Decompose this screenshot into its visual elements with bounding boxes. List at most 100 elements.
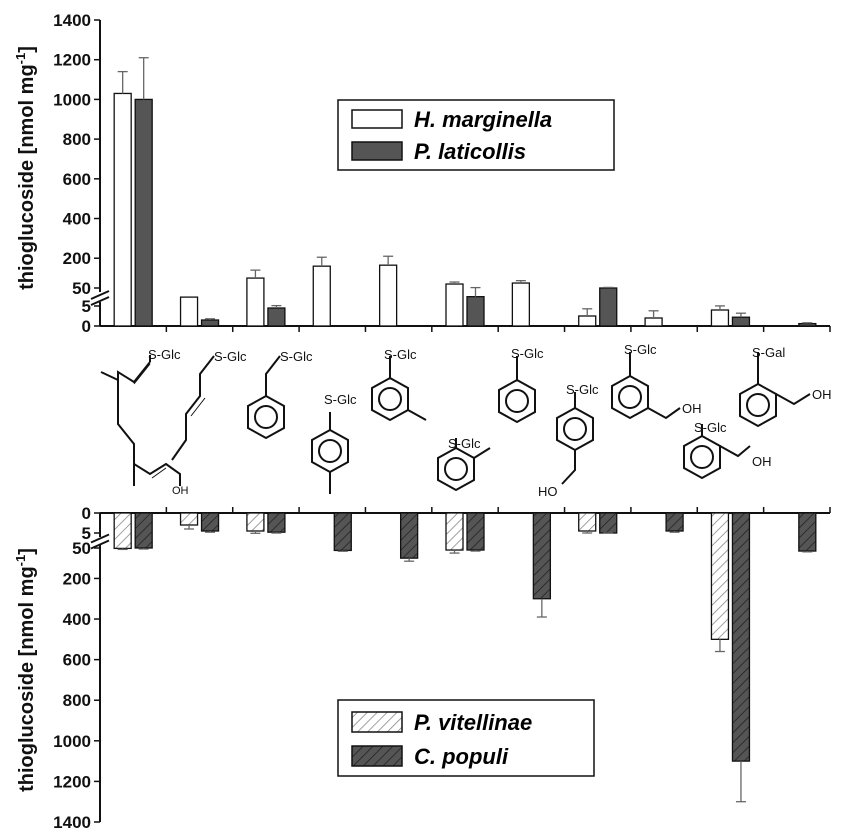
compound-8-sugar-label: S-Glc	[566, 382, 599, 397]
lower-bar-2-1	[134, 512, 153, 549]
upper-y-tick-label: 0	[82, 317, 91, 336]
upper-bar-2-6	[466, 296, 485, 327]
compound-9-structure	[611, 352, 681, 420]
upper-axis-break-2	[90, 296, 110, 306]
lower-bar-2-6	[466, 512, 485, 551]
compound-2-sugar-label: S-Glc	[214, 349, 247, 364]
compound-structures	[100, 352, 811, 494]
compound-11-sugar-label: S-Gal	[752, 345, 785, 360]
upper-y-tick-label: 1400	[53, 11, 91, 30]
upper-bar-2-10	[731, 316, 751, 327]
compound-8-hydroxyl-label: HO	[538, 484, 558, 499]
upper-bar-2-2	[200, 319, 220, 327]
lower-y-tick-label: 200	[63, 569, 91, 588]
upper-y-tick-label: 600	[63, 170, 91, 189]
compound-1-hydroxyl-label: OH	[172, 485, 189, 497]
lower-y-tick-label: 600	[63, 651, 91, 670]
lower-y-tick-label: 50	[72, 539, 91, 558]
lower-y-tick-label: 400	[63, 610, 91, 629]
upper-bar-1-10	[710, 309, 730, 327]
compound-10-hydroxyl-label: OH	[752, 454, 772, 469]
compound-11-structure	[739, 352, 811, 428]
lower-bar-2-3	[267, 512, 286, 533]
upper-bar-2-11	[798, 322, 817, 327]
compound-3-sugar-label: S-Glc	[280, 349, 313, 364]
lower-axis-break-1	[90, 533, 110, 544]
upper-y-axis-title: thioglucoside [nmol mg-1]	[13, 46, 38, 290]
upper-bar-1-9	[644, 317, 663, 327]
legend-label-h-marginella: H. marginella	[414, 107, 552, 132]
upper-legend: H. marginella P. laticollis	[337, 99, 615, 171]
upper-bar-1-3	[246, 277, 265, 327]
lower-bar-2-5	[399, 512, 419, 559]
compound-8-structure	[556, 392, 594, 485]
lower-y-axis-title: thioglucoside [nmol mg-1]	[13, 548, 38, 792]
compound-7-sugar-label: S-Glc	[511, 346, 544, 361]
lower-y-tick-label: 1200	[53, 772, 91, 791]
lower-bar-1-2	[179, 512, 199, 526]
lower-axis-break-2	[90, 539, 110, 550]
lower-bar-1-10	[710, 512, 730, 640]
compound-4-sugar-label: S-Glc	[324, 392, 357, 407]
lower-bar-2-11	[798, 512, 817, 552]
compound-labels: S-Glc OH S-Glc S-Glc S-Glc S-Glc S-Glc S…	[148, 342, 832, 499]
lower-bar-2-8	[599, 512, 618, 534]
legend-label-p-laticollis: P. laticollis	[414, 139, 526, 164]
lower-bar-2-9	[665, 512, 684, 532]
lower-y-tick-label: 5	[82, 524, 91, 543]
upper-bar-2-1	[134, 98, 153, 327]
lower-bar-1-1	[113, 512, 132, 550]
legend-label-p-vitellinae: P. vitellinae	[414, 710, 532, 735]
legend-label-c-populi: C. populi	[414, 744, 509, 769]
upper-bar-1-4	[312, 265, 331, 327]
lower-bar-2-4	[333, 512, 352, 552]
upper-y-tick-label: 200	[63, 249, 91, 268]
compound-6-structure	[437, 438, 491, 492]
lower-bar-2-2	[200, 512, 220, 532]
compound-11-hydroxyl-label: OH	[812, 387, 832, 402]
compound-10-sugar-label: S-Glc	[694, 420, 727, 435]
upper-y-tick-label: 1200	[53, 51, 91, 70]
legend-swatch-c-populi	[351, 745, 403, 767]
upper-y-tick-label: 1000	[53, 90, 91, 109]
compound-9-hydroxyl-label: OH	[682, 401, 702, 416]
lower-y-tick-label: 0	[82, 504, 91, 523]
compound-2-structure	[171, 355, 215, 461]
upper-bar-2-8	[599, 287, 618, 327]
upper-axis-break-1	[90, 290, 110, 300]
legend-swatch-h-marginella	[351, 109, 403, 129]
upper-bars	[113, 57, 817, 327]
compound-5-sugar-label: S-Glc	[384, 347, 417, 362]
compound-9-sugar-label: S-Glc	[624, 342, 657, 357]
compound-5-structure	[371, 356, 427, 422]
upper-bar-2-3	[267, 307, 286, 327]
legend-swatch-p-vitellinae	[351, 711, 403, 733]
lower-bar-2-7	[532, 512, 552, 600]
lower-bars	[113, 512, 817, 803]
upper-y-tick-label: 5	[82, 297, 91, 316]
legend-swatch-p-laticollis	[351, 141, 403, 161]
lower-bar-1-8	[578, 512, 597, 532]
upper-y-tick-label: 800	[63, 130, 91, 149]
compound-1-structure	[100, 355, 181, 486]
compound-10-structure	[683, 424, 751, 480]
lower-legend: P. vitellinae C. populi	[337, 699, 595, 777]
upper-y-tick-label: 50	[72, 279, 91, 298]
lower-bar-1-6	[445, 512, 464, 551]
upper-bar-1-8	[578, 315, 597, 327]
lower-y-tick-label: 800	[63, 691, 91, 710]
upper-bar-1-5	[378, 264, 398, 327]
compound-1-sugar-label: S-Glc	[148, 347, 181, 362]
upper-bar-1-1	[113, 92, 132, 327]
compound-3-structure	[247, 355, 285, 440]
compound-6-sugar-label: S-Glc	[448, 436, 481, 451]
lower-bar-2-10	[731, 512, 751, 762]
upper-bar-1-6	[445, 283, 464, 327]
compound-4-structure	[311, 412, 349, 494]
compound-7-structure	[498, 356, 536, 424]
upper-bar-1-7	[511, 282, 531, 327]
upper-bar-1-2	[179, 296, 199, 327]
